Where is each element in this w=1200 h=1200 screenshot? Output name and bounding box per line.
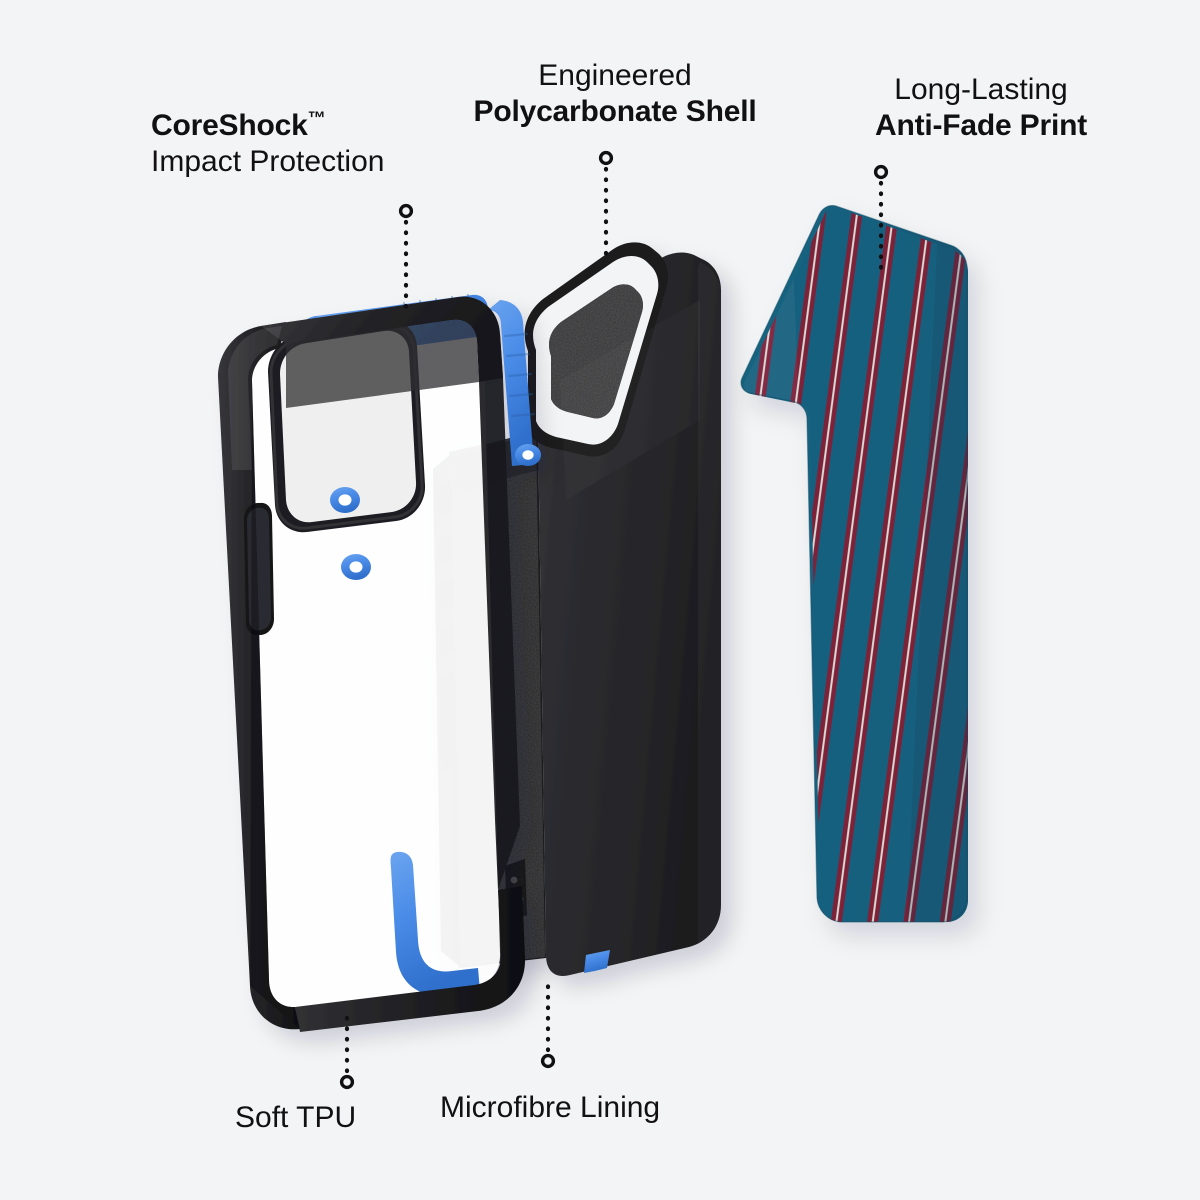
trademark-symbol: ™	[307, 108, 326, 128]
blue-accent-rings	[330, 444, 541, 580]
callout-microfibre-part1: Microfibre	[440, 1091, 581, 1124]
callout-polycarbonate: Engineered Polycarbonate Shell	[442, 58, 788, 130]
leader-coreshock	[398, 203, 414, 315]
leader-softtpu	[339, 1013, 355, 1090]
callout-coreshock: CoreShock™ Impact Protection	[151, 108, 384, 180]
callout-polycarbonate-line1: Engineered	[538, 59, 692, 92]
tpu-top-wall	[261, 296, 503, 382]
leader-microfibre	[540, 979, 556, 1069]
shell-blue-tab	[584, 950, 610, 973]
callout-softtpu: Soft TPU	[235, 1100, 356, 1136]
callout-polycarbonate-line2: Polycarbonate Shell	[473, 95, 757, 128]
tpu-right-rim	[479, 334, 520, 890]
callout-softtpu-part1: Soft	[235, 1101, 297, 1134]
anti-fade-print-panel	[740, 204, 968, 923]
callout-antifade-line1: Long-Lasting	[894, 73, 1068, 106]
callout-coreshock-line1: CoreShock™	[151, 108, 326, 143]
leader-polycarbonate	[598, 150, 614, 259]
callout-microfibre-line: Microfibre Lining	[440, 1090, 660, 1126]
callout-softtpu-line: Soft TPU	[235, 1100, 356, 1136]
shell-camera-cutout	[524, 242, 668, 457]
callout-microfibre: Microfibre Lining	[440, 1090, 660, 1126]
leader-lines	[339, 150, 889, 1090]
coreshock-bottom-hook	[390, 851, 480, 996]
callout-coreshock-line2: Impact Protection	[151, 145, 385, 179]
callout-antifade: Long-Lasting Anti-Fade Print	[834, 72, 1128, 144]
tpu-bumper-layer	[218, 293, 541, 1032]
tpu-bottom-wall	[295, 886, 526, 1032]
leader-antifade	[873, 164, 889, 273]
callout-antifade-line2: Anti-Fade Print	[875, 109, 1087, 142]
callout-softtpu-part2: TPU	[296, 1101, 357, 1134]
callout-microfibre-part2: Lining	[580, 1091, 661, 1124]
